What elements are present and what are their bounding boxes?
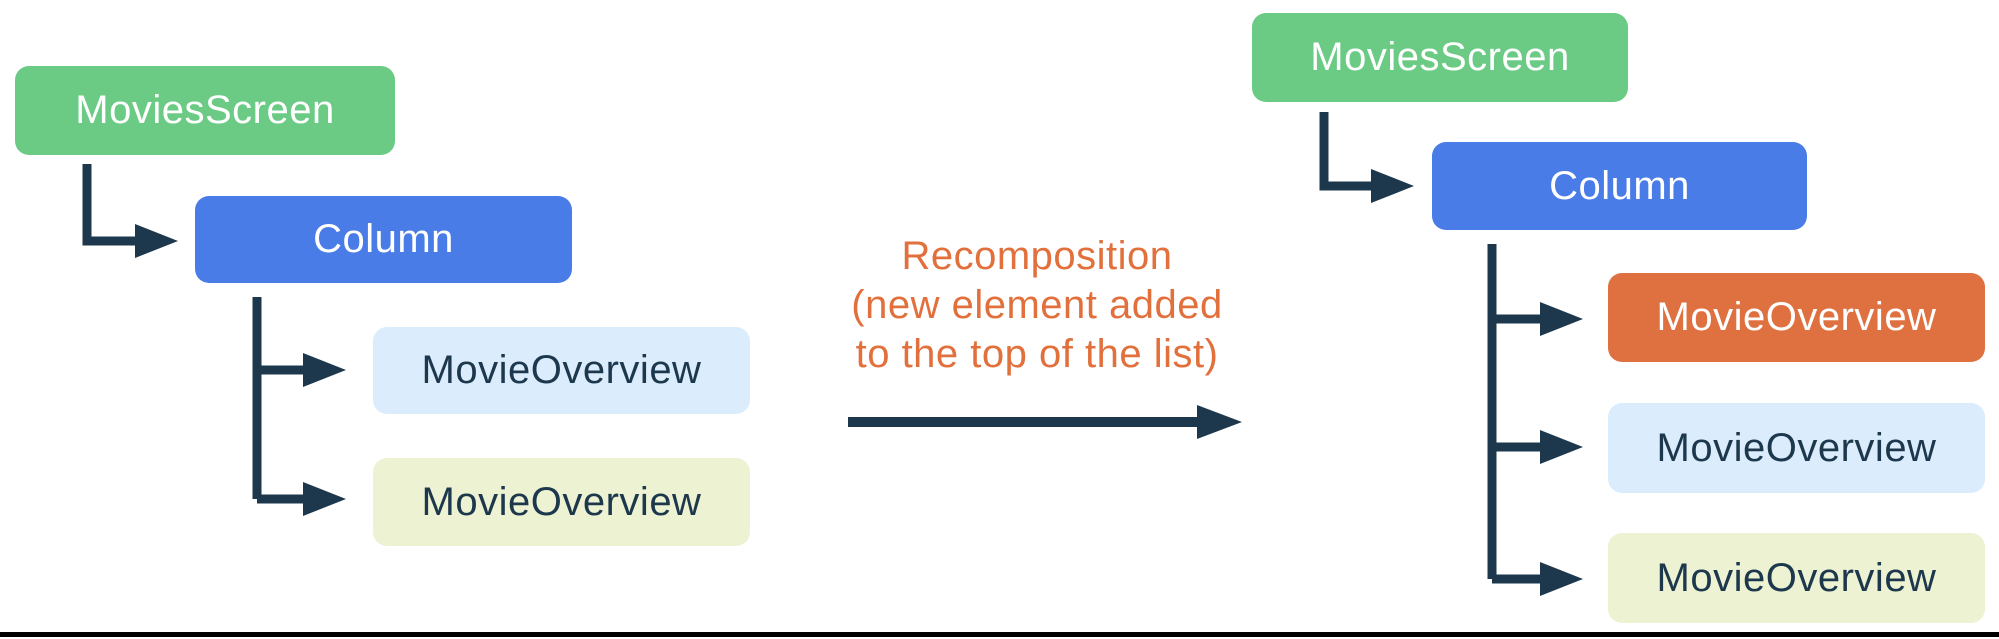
right-movieoverview-node-new: MovieOverview: [1608, 273, 1985, 362]
left-movieoverview-node-1: MovieOverview: [373, 327, 750, 414]
right-movieoverview-node-3: MovieOverview: [1608, 533, 1985, 623]
arrowhead-icon: [303, 353, 346, 387]
right-root-to-column-connector: [1319, 112, 1372, 191]
left-column-node: Column: [195, 196, 572, 283]
bottom-divider: [0, 632, 1999, 637]
right-moviesscreen-node: MoviesScreen: [1252, 13, 1628, 102]
arrowhead-icon: [303, 482, 346, 516]
recomposition-caption-line2: (new element added: [851, 283, 1223, 327]
right-movieoverview-node-2: MovieOverview: [1608, 403, 1985, 493]
left-moviesscreen-node: MoviesScreen: [15, 66, 395, 155]
recomposition-caption-line3: to the top of the list): [855, 332, 1219, 376]
right-column-node: Column: [1432, 142, 1807, 230]
arrowhead-icon: [1540, 562, 1583, 596]
arrowhead-icon: [135, 224, 178, 258]
arrowhead-icon: [1540, 430, 1583, 464]
arrowhead-icon: [1540, 302, 1583, 336]
recomposition-caption-line1: Recomposition: [901, 234, 1173, 278]
recomposition-arrowhead-icon: [1197, 405, 1242, 439]
left-root-to-column-connector: [82, 164, 136, 246]
arrowhead-icon: [1371, 169, 1414, 203]
left-movieoverview-node-2: MovieOverview: [373, 458, 750, 546]
recomposition-caption: Recomposition (new element added to the …: [837, 232, 1237, 379]
